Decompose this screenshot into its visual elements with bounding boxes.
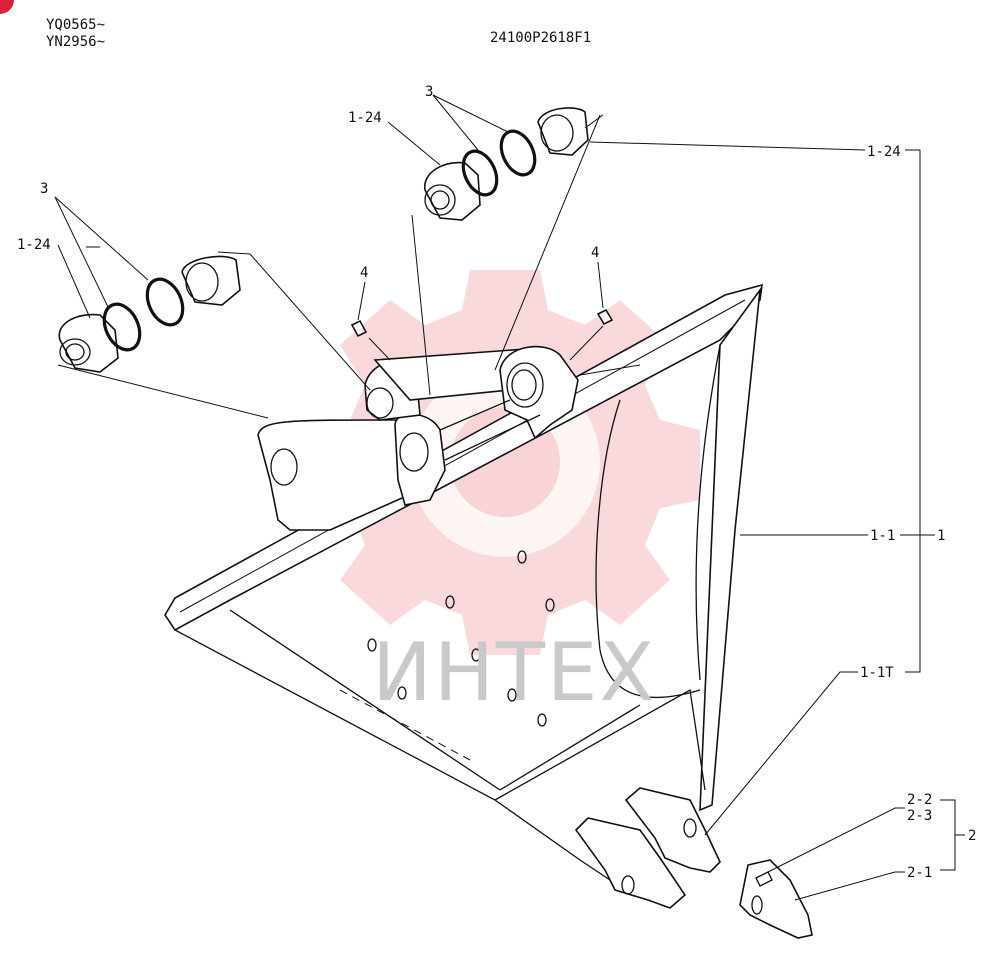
leader-lines	[54, 94, 965, 901]
callout-1-1: 1-1	[870, 528, 895, 544]
corner-mark	[0, 0, 14, 14]
top-pin-group	[424, 107, 589, 221]
watermark-text: ИНТЕХ	[372, 626, 656, 719]
callout-1-24-right: 1-24	[867, 144, 901, 160]
callout-1-1t: 1-1T	[860, 665, 894, 681]
callout-3-top: 3	[425, 84, 433, 100]
callout-4-left: 4	[360, 265, 368, 281]
tooth-assembly-2	[739, 859, 813, 939]
bucket-body	[164, 283, 763, 881]
lock-pins	[350, 308, 614, 338]
serial-range-2: YN2956~	[46, 34, 105, 50]
callout-1: 1	[937, 528, 945, 544]
callout-1-24-top: 1-24	[348, 110, 382, 126]
callout-2: 2	[968, 828, 976, 844]
callout-2-2: 2-2	[907, 792, 932, 808]
serial-range-1: YQ0565~	[46, 17, 105, 33]
callout-4-right: 4	[591, 245, 599, 261]
callout-2-3: 2-3	[907, 808, 932, 824]
callout-2-1: 2-1	[907, 865, 932, 881]
drawing-code: 24100P2618F1	[490, 30, 591, 46]
bucket-teeth	[574, 787, 721, 909]
left-pin-group	[58, 255, 241, 373]
callout-3-left: 3	[40, 181, 48, 197]
callout-1-24-left: 1-24	[17, 237, 51, 253]
